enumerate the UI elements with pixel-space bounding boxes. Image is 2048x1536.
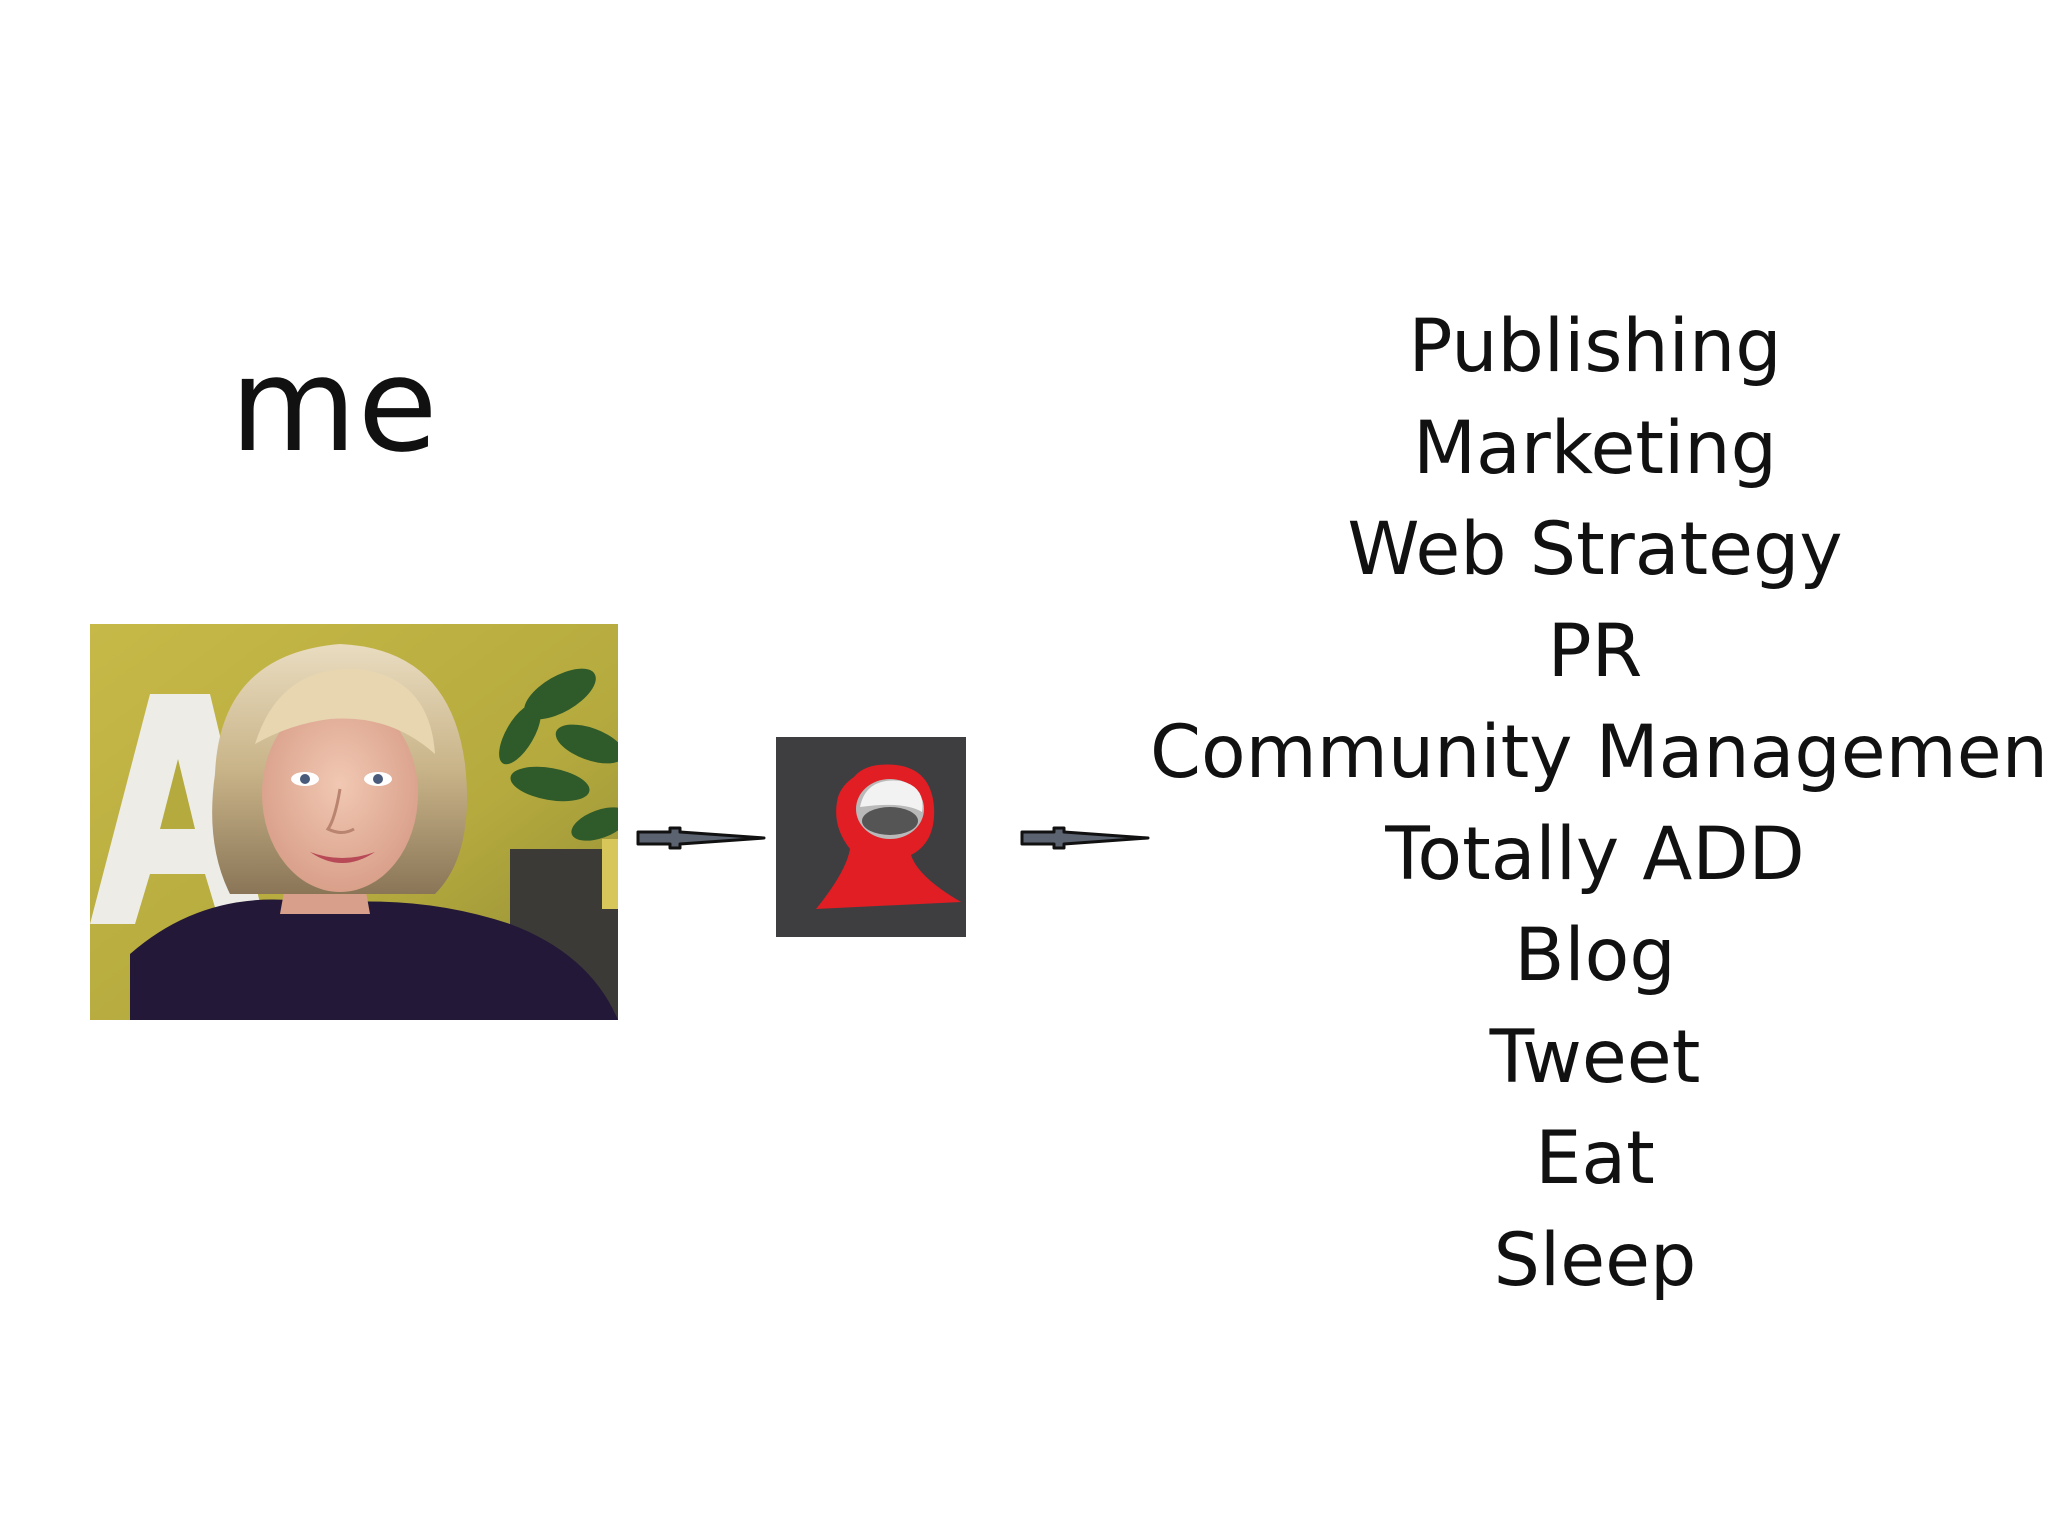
list-item-pr: PR xyxy=(1547,608,1643,694)
list-item-totally-add: Totally ADD xyxy=(1385,811,1805,897)
list-item-marketing: Marketing xyxy=(1413,405,1777,491)
list-item-tweet: Tweet xyxy=(1489,1014,1701,1100)
slide-title: me xyxy=(230,329,439,481)
list-item-community-management: Community Management xyxy=(1150,710,2048,795)
list-item-web-strategy: Web Strategy xyxy=(1347,507,1843,592)
portrait-photo xyxy=(90,624,618,1020)
list-item-sleep: Sleep xyxy=(1493,1217,1697,1303)
list-item-blog: Blog xyxy=(1514,913,1676,998)
right-arrow-icon xyxy=(1020,818,1150,858)
role-list: Publishing Marketing Web Strategy PR Com… xyxy=(1150,296,2048,1311)
right-arrow-icon xyxy=(636,818,766,858)
list-item-publishing: Publishing xyxy=(1408,304,1782,389)
red-hooded-figure-logo xyxy=(776,737,966,937)
list-item-eat: Eat xyxy=(1535,1116,1655,1201)
